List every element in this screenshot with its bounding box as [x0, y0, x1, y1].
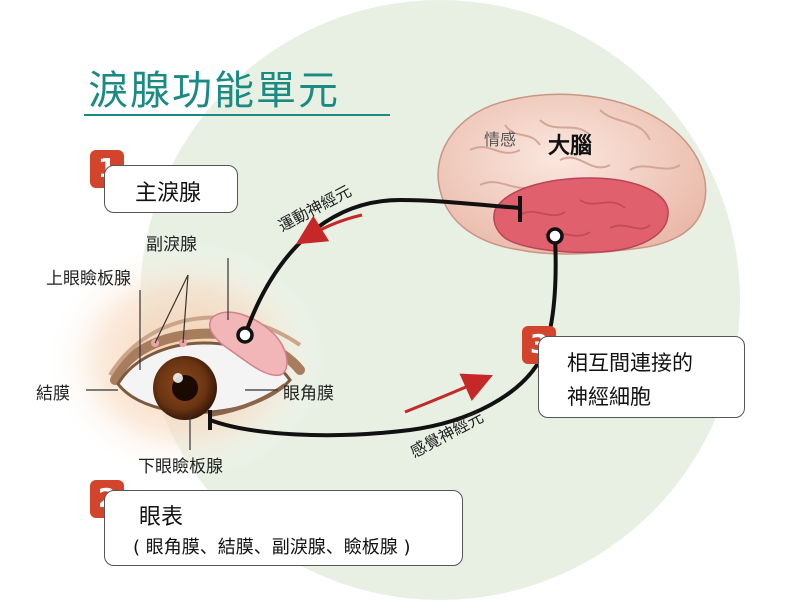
unit-1-box: 主淚腺	[104, 165, 238, 213]
brain-emotion-label: 情感	[484, 130, 517, 149]
brain-label: 大腦	[548, 134, 593, 159]
sensory-direction-arrow	[404, 373, 493, 414]
unit-2-box: 眼表 ( 眼角膜、結膜、副淚腺、瞼板腺 )	[104, 490, 463, 566]
unit-2-label: 眼表	[139, 505, 184, 530]
brain-illustration	[437, 93, 707, 255]
page-title: 淚腺功能單元	[88, 68, 340, 114]
sensory-nerve-ending	[546, 227, 564, 245]
title-rule	[84, 114, 390, 116]
conjunctiva-label: 結膜	[36, 384, 70, 404]
motor-nerve-ending	[236, 326, 254, 344]
motor-direction-arrow	[295, 213, 363, 245]
leader-lines	[86, 258, 278, 450]
unit-3-label-line1: 相互間連接的	[567, 351, 693, 375]
accessory-lacrimal-label: 副淚腺	[146, 235, 197, 255]
cornea-label: 眼角膜	[283, 384, 334, 404]
limbic-region	[493, 177, 669, 254]
sensory-nerve-path	[209, 235, 558, 438]
lower-meibomian-label: 下眼瞼板腺	[138, 457, 223, 477]
motor-nerve-path	[243, 197, 521, 336]
unit-2-sublabel: ( 眼角膜、結膜、副淚腺、瞼板腺 )	[133, 537, 411, 558]
unit-3-box: 相互間連接的 神經細胞	[538, 336, 745, 418]
eye-illustration	[108, 311, 305, 420]
unit-1-label: 主淚腺	[135, 181, 202, 206]
upper-meibomian-label: 上眼瞼板腺	[46, 269, 131, 289]
unit-3-label-line2: 神經細胞	[567, 385, 651, 409]
